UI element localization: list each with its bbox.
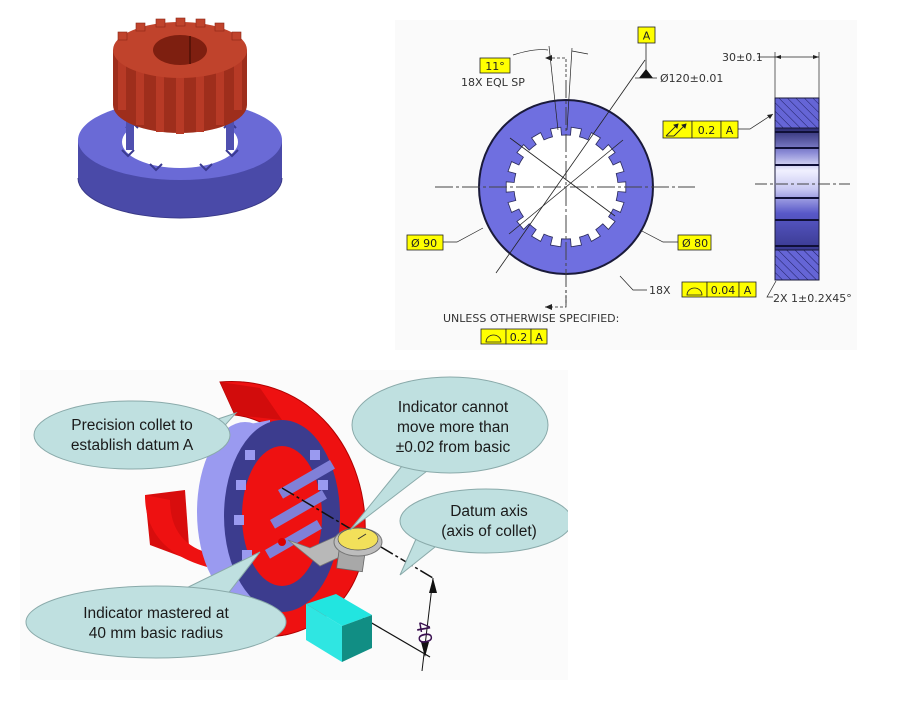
- general-note: UNLESS OTHERWISE SPECIFIED:: [443, 312, 619, 325]
- datum-a-symbol: A: [635, 26, 657, 79]
- width-dimension: 30±0.1: [722, 51, 763, 64]
- spacing-note: 18X EQL SP: [461, 76, 525, 89]
- callout-text-line: ±0.02 from basic: [396, 439, 511, 456]
- red-spline-hub: [113, 17, 247, 134]
- indicator-contact-point: [278, 538, 286, 546]
- angle-dimension-frame: 11°: [479, 57, 511, 74]
- callout-text-line: establish datum A: [71, 437, 194, 454]
- chamfer-note: 2X 1±0.2X45°: [773, 292, 852, 305]
- general-profile-datum: A: [535, 331, 543, 344]
- profile-tolerance-frame: 18X 0.04 A: [619, 275, 757, 298]
- total-runout-icon: [665, 123, 687, 137]
- callout-text-line: Datum axis: [450, 503, 528, 520]
- outer-diameter-dimension: Ø120±0.01: [660, 72, 723, 85]
- inner-diameter-90-callout: Ø 90: [406, 227, 484, 251]
- callout-text-line: Precision collet to: [71, 417, 192, 434]
- profile-datum-ref: A: [744, 284, 752, 297]
- runout-datum-ref: A: [726, 124, 734, 137]
- profile-tolerance-value: 0.04: [711, 284, 736, 297]
- profile-of-surface-icon: [686, 287, 703, 296]
- callout-indicator-tolerance: Indicator cannot move more than ±0.02 fr…: [349, 376, 549, 531]
- drawing-canvas: A Ø120±0.01 11° 18X EQL SP Ø 90 Ø 80 18X: [406, 26, 852, 345]
- inner-diameter-left-text: Ø 90: [411, 237, 437, 250]
- callout-precision-collet: Precision collet to establish datum A: [33, 400, 238, 470]
- engineering-drawing: A Ø120±0.01 11° 18X EQL SP Ø 90 Ø 80 18X: [395, 20, 857, 350]
- setup-canvas: 40 Precision collet to establish datum A…: [25, 376, 568, 672]
- front-view: [435, 45, 695, 310]
- isometric-part-view: [60, 10, 300, 230]
- callout-text-line: Indicator mastered at: [83, 605, 229, 622]
- radius-value: 40: [411, 620, 436, 646]
- profile-count: 18X: [649, 284, 671, 297]
- callout-indicator-mastered: Indicator mastered at 40 mm basic radius: [25, 551, 287, 659]
- inspection-setup-illustration: 40 Precision collet to establish datum A…: [20, 370, 568, 680]
- datum-letter: A: [643, 30, 651, 43]
- spline-assembly-illustration: [77, 17, 283, 219]
- general-profile-frame: 0.2 A: [480, 328, 548, 345]
- callout-text-line: Indicator cannot: [398, 399, 509, 416]
- inner-diameter-80-callout: Ø 80: [639, 229, 712, 251]
- side-view: [755, 52, 850, 298]
- runout-tolerance-frame: 0.2 A: [662, 113, 774, 139]
- callout-text-line: (axis of collet): [441, 523, 537, 540]
- profile-of-surface-icon: [485, 334, 502, 343]
- general-profile-value: 0.2: [510, 331, 528, 344]
- runout-tolerance-value: 0.2: [698, 124, 716, 137]
- callout-text-line: move more than: [397, 419, 509, 436]
- precision-collet: [145, 381, 366, 638]
- angle-value: 11°: [485, 60, 505, 73]
- dial-indicator: [287, 527, 383, 573]
- callout-datum-axis: Datum axis (axis of collet): [399, 488, 568, 576]
- gauge-block: [306, 594, 372, 662]
- callout-text-line: 40 mm basic radius: [89, 625, 224, 642]
- inner-diameter-right-text: Ø 80: [682, 237, 708, 250]
